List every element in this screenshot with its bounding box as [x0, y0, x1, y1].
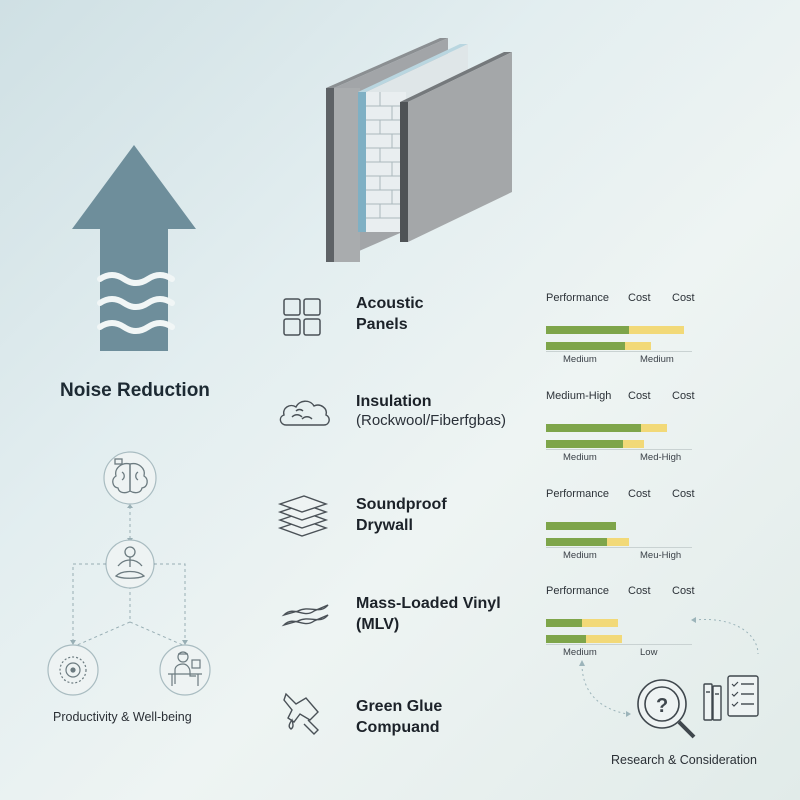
wall-layers-illustration: [326, 38, 512, 262]
rating-level-label: Medium: [640, 354, 674, 365]
material-name: Soundproof: [356, 496, 447, 513]
rating-header: Performance: [546, 585, 609, 597]
cost-bar: [625, 342, 651, 350]
material-name: Insulation: [356, 393, 432, 410]
material-acoustic-panels: Acoustic Panels: [356, 293, 424, 335]
meditation-icon: [114, 546, 146, 579]
rating-header: Cost: [628, 390, 651, 402]
material-name-line2: (MLV): [356, 616, 400, 633]
svg-text:?: ?: [656, 695, 668, 717]
research-caption: Research & Consideration: [611, 753, 757, 767]
material-name: Mass-Loaded Vinyl: [356, 595, 501, 612]
vinyl-sheets-icon: [281, 604, 329, 627]
material-soundproof-drywall: Soundproof Drywall: [356, 494, 447, 536]
books-icon: [703, 683, 722, 721]
noise-reduction-arrow-icon: [72, 145, 196, 351]
rating-level-label: Medium: [563, 354, 597, 365]
noise-reduction-label: Noise Reduction: [60, 380, 210, 401]
material-name: Acoustic: [356, 295, 424, 312]
glue-gun-icon: [283, 692, 319, 735]
bar-baseline: [546, 547, 692, 548]
cost-bar: [582, 619, 618, 627]
rating-header: Medium-High: [546, 390, 612, 402]
performance-bar: [546, 424, 641, 432]
performance-bar: [546, 440, 623, 448]
layered-drywall-icon: [277, 495, 329, 537]
rating-header: Performance: [546, 488, 609, 500]
rating-level-label: Medium: [563, 647, 597, 658]
bar-baseline: [546, 644, 692, 645]
rating-level-label: Low: [640, 647, 658, 658]
cost-bar: [641, 424, 667, 432]
cost-bar: [629, 326, 684, 334]
material-name-line2: (Rockwool/Fiberfgbas): [356, 412, 507, 429]
bar-baseline: [546, 351, 692, 352]
bar-baseline: [546, 449, 692, 450]
rating-header: Cost: [672, 488, 695, 500]
material-name: Green Glue: [356, 698, 443, 715]
brain-icon: [112, 458, 148, 494]
rating-header: Cost: [628, 488, 651, 500]
material-mlv: Mass-Loaded Vinyl (MLV): [356, 593, 501, 635]
material-name-line2: Drywall: [356, 517, 413, 534]
performance-bar: [546, 342, 625, 350]
cloud-insulation-icon: [279, 400, 330, 426]
material-green-glue: Green Glue Compuand: [356, 696, 442, 738]
rating-level-label: Medium: [563, 550, 597, 561]
material-insulation: Insulation (Rockwool/Fiberfgbas): [356, 391, 506, 429]
rating-level-label: Med-High: [640, 452, 682, 463]
productivity-diagram: [47, 451, 211, 696]
checklist-icon: [727, 675, 759, 717]
cost-bar: [607, 538, 629, 546]
performance-bar: [546, 522, 616, 530]
grid-panels-icon: [283, 298, 321, 336]
cost-bar: [623, 440, 644, 448]
rating-level-label: Meu-High: [640, 550, 682, 561]
rating-header: Cost: [628, 292, 651, 304]
performance-bar: [546, 635, 586, 643]
rating-header: Performance: [546, 292, 609, 304]
magnifier-question-icon: [637, 679, 696, 739]
rating-level-label: Medium: [563, 452, 597, 463]
worker-at-desk-icon: [168, 651, 202, 686]
productivity-caption: Productivity & Well-being: [53, 710, 192, 724]
rating-header: Cost: [672, 390, 695, 402]
material-name-line2: Compuand: [356, 719, 440, 736]
performance-bar: [546, 538, 607, 546]
research-illustration: ?: [579, 617, 759, 739]
rating-header: Cost: [672, 585, 695, 597]
cost-bar: [586, 635, 622, 643]
rating-header: Cost: [672, 292, 695, 304]
focus-target-icon: [59, 656, 87, 684]
performance-bar: [546, 619, 582, 627]
material-name-line2: Panels: [356, 316, 408, 333]
performance-bar: [546, 326, 629, 334]
rating-header: Cost: [628, 585, 651, 597]
